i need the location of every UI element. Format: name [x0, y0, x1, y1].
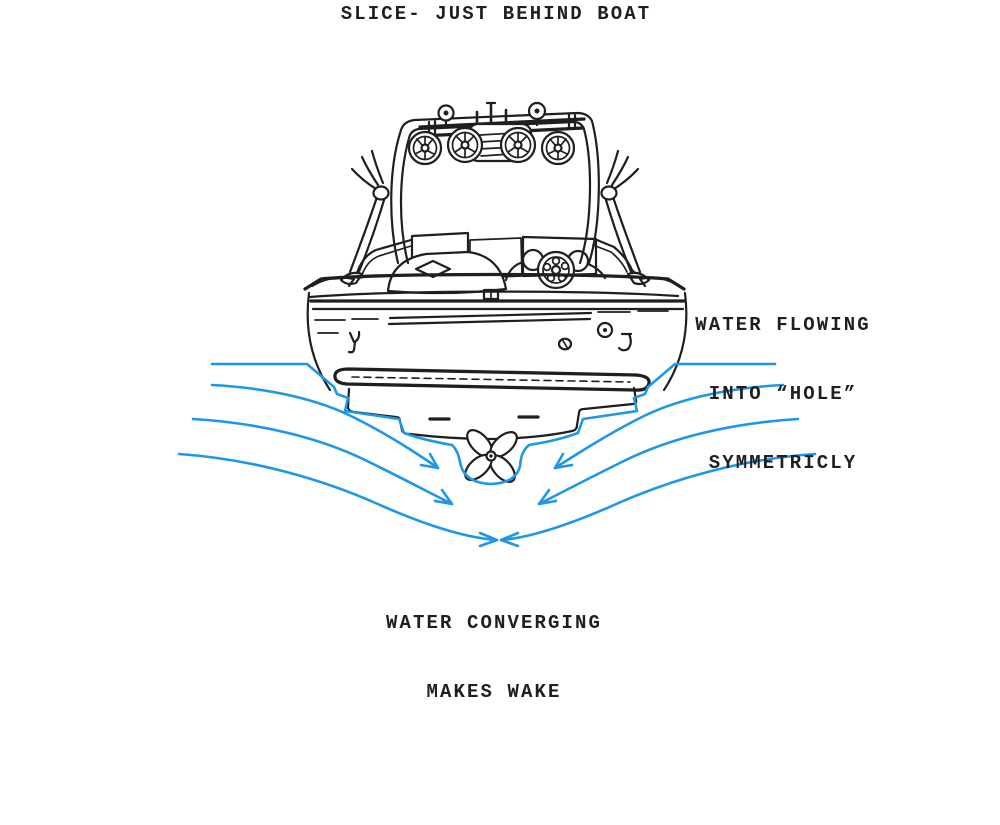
- annotation-line: WATER CONVERGING: [385, 612, 603, 634]
- wakeboard-rack-right-icon: [600, 149, 642, 276]
- annotation-water-flowing: WATER FLOWING INTO “HOLE” SYMMETRICLY: [668, 268, 898, 521]
- transom-fitting: [557, 337, 573, 351]
- drain-plug-icon: [596, 321, 614, 339]
- annotation-line: SYMMETRICLY: [708, 452, 858, 474]
- brand-diamond-icon: [414, 259, 452, 279]
- water-surface-line: [210, 362, 777, 486]
- transom: [306, 288, 688, 392]
- tower-speaker-icon: [499, 126, 537, 164]
- flow-arrow-icon: [419, 452, 440, 470]
- swim-platform: [333, 367, 651, 392]
- diagram-title: SLICE- JUST BEHIND BOAT: [340, 3, 652, 25]
- underwater-hull: [346, 386, 638, 441]
- tower-speaker-icon: [540, 130, 576, 166]
- annotation-line: MAKES WAKE: [426, 681, 562, 703]
- flow-line-middle-right: [537, 417, 800, 506]
- wakeboard-rack-left-icon: [348, 149, 390, 276]
- flow-line-upper-left: [210, 383, 440, 470]
- annotation-water-converging: WATER CONVERGING MAKES WAKE: [344, 566, 644, 750]
- flow-line-lower-left: [177, 452, 499, 548]
- tow-hook-right: [617, 332, 633, 352]
- flow-line-upper-right: [553, 383, 785, 470]
- flow-line-lower-right: [499, 452, 817, 548]
- propeller-icon: [464, 429, 518, 483]
- tow-hook-left: [347, 330, 361, 354]
- flow-arrow-icon: [537, 488, 558, 506]
- tower-speaker-icon: [446, 126, 484, 164]
- annotation-line: WATER FLOWING: [695, 314, 871, 336]
- annotation-line: INTO “HOLE”: [708, 383, 858, 405]
- flow-arrow-icon: [478, 531, 499, 548]
- flow-arrow-icon: [433, 488, 454, 506]
- flow-arrow-icon: [553, 452, 574, 470]
- flow-arrow-icon: [499, 531, 520, 548]
- tower-light-icon: [437, 101, 547, 129]
- deck-edge: [303, 272, 686, 299]
- tower-speaker-icon: [407, 130, 443, 166]
- steering-wheel-icon: [536, 250, 576, 290]
- flow-line-middle-left: [191, 417, 454, 506]
